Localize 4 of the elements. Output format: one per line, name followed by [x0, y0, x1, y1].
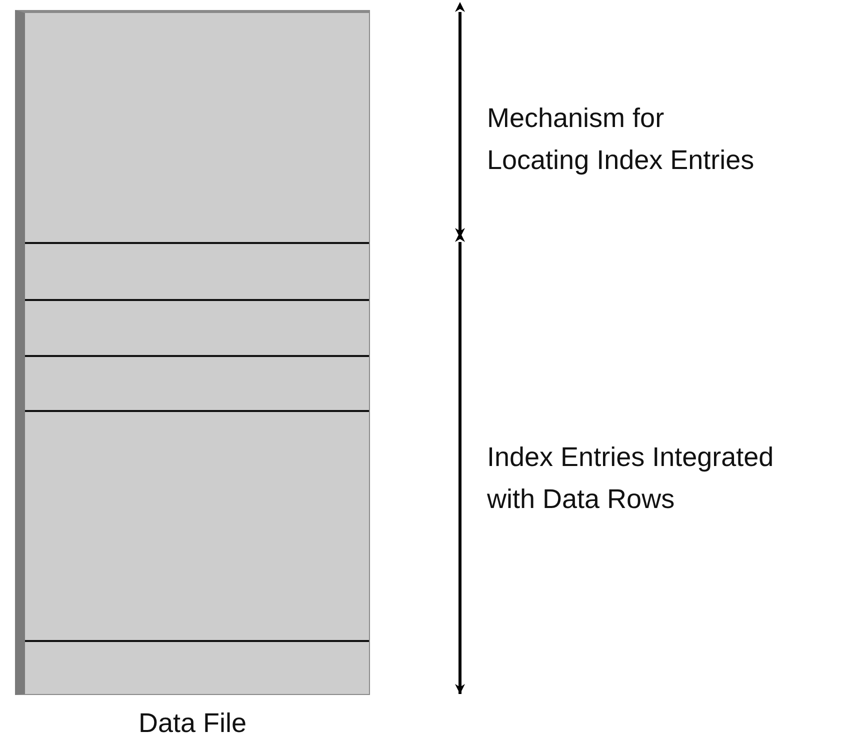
dimension-label: Index Entries Integrated with Data Rows — [487, 441, 775, 516]
node-label: Data File — [137, 707, 248, 740]
data-file-block — [15, 10, 370, 695]
dimension-label: Mechanism for Locating Index Entries — [487, 102, 756, 177]
